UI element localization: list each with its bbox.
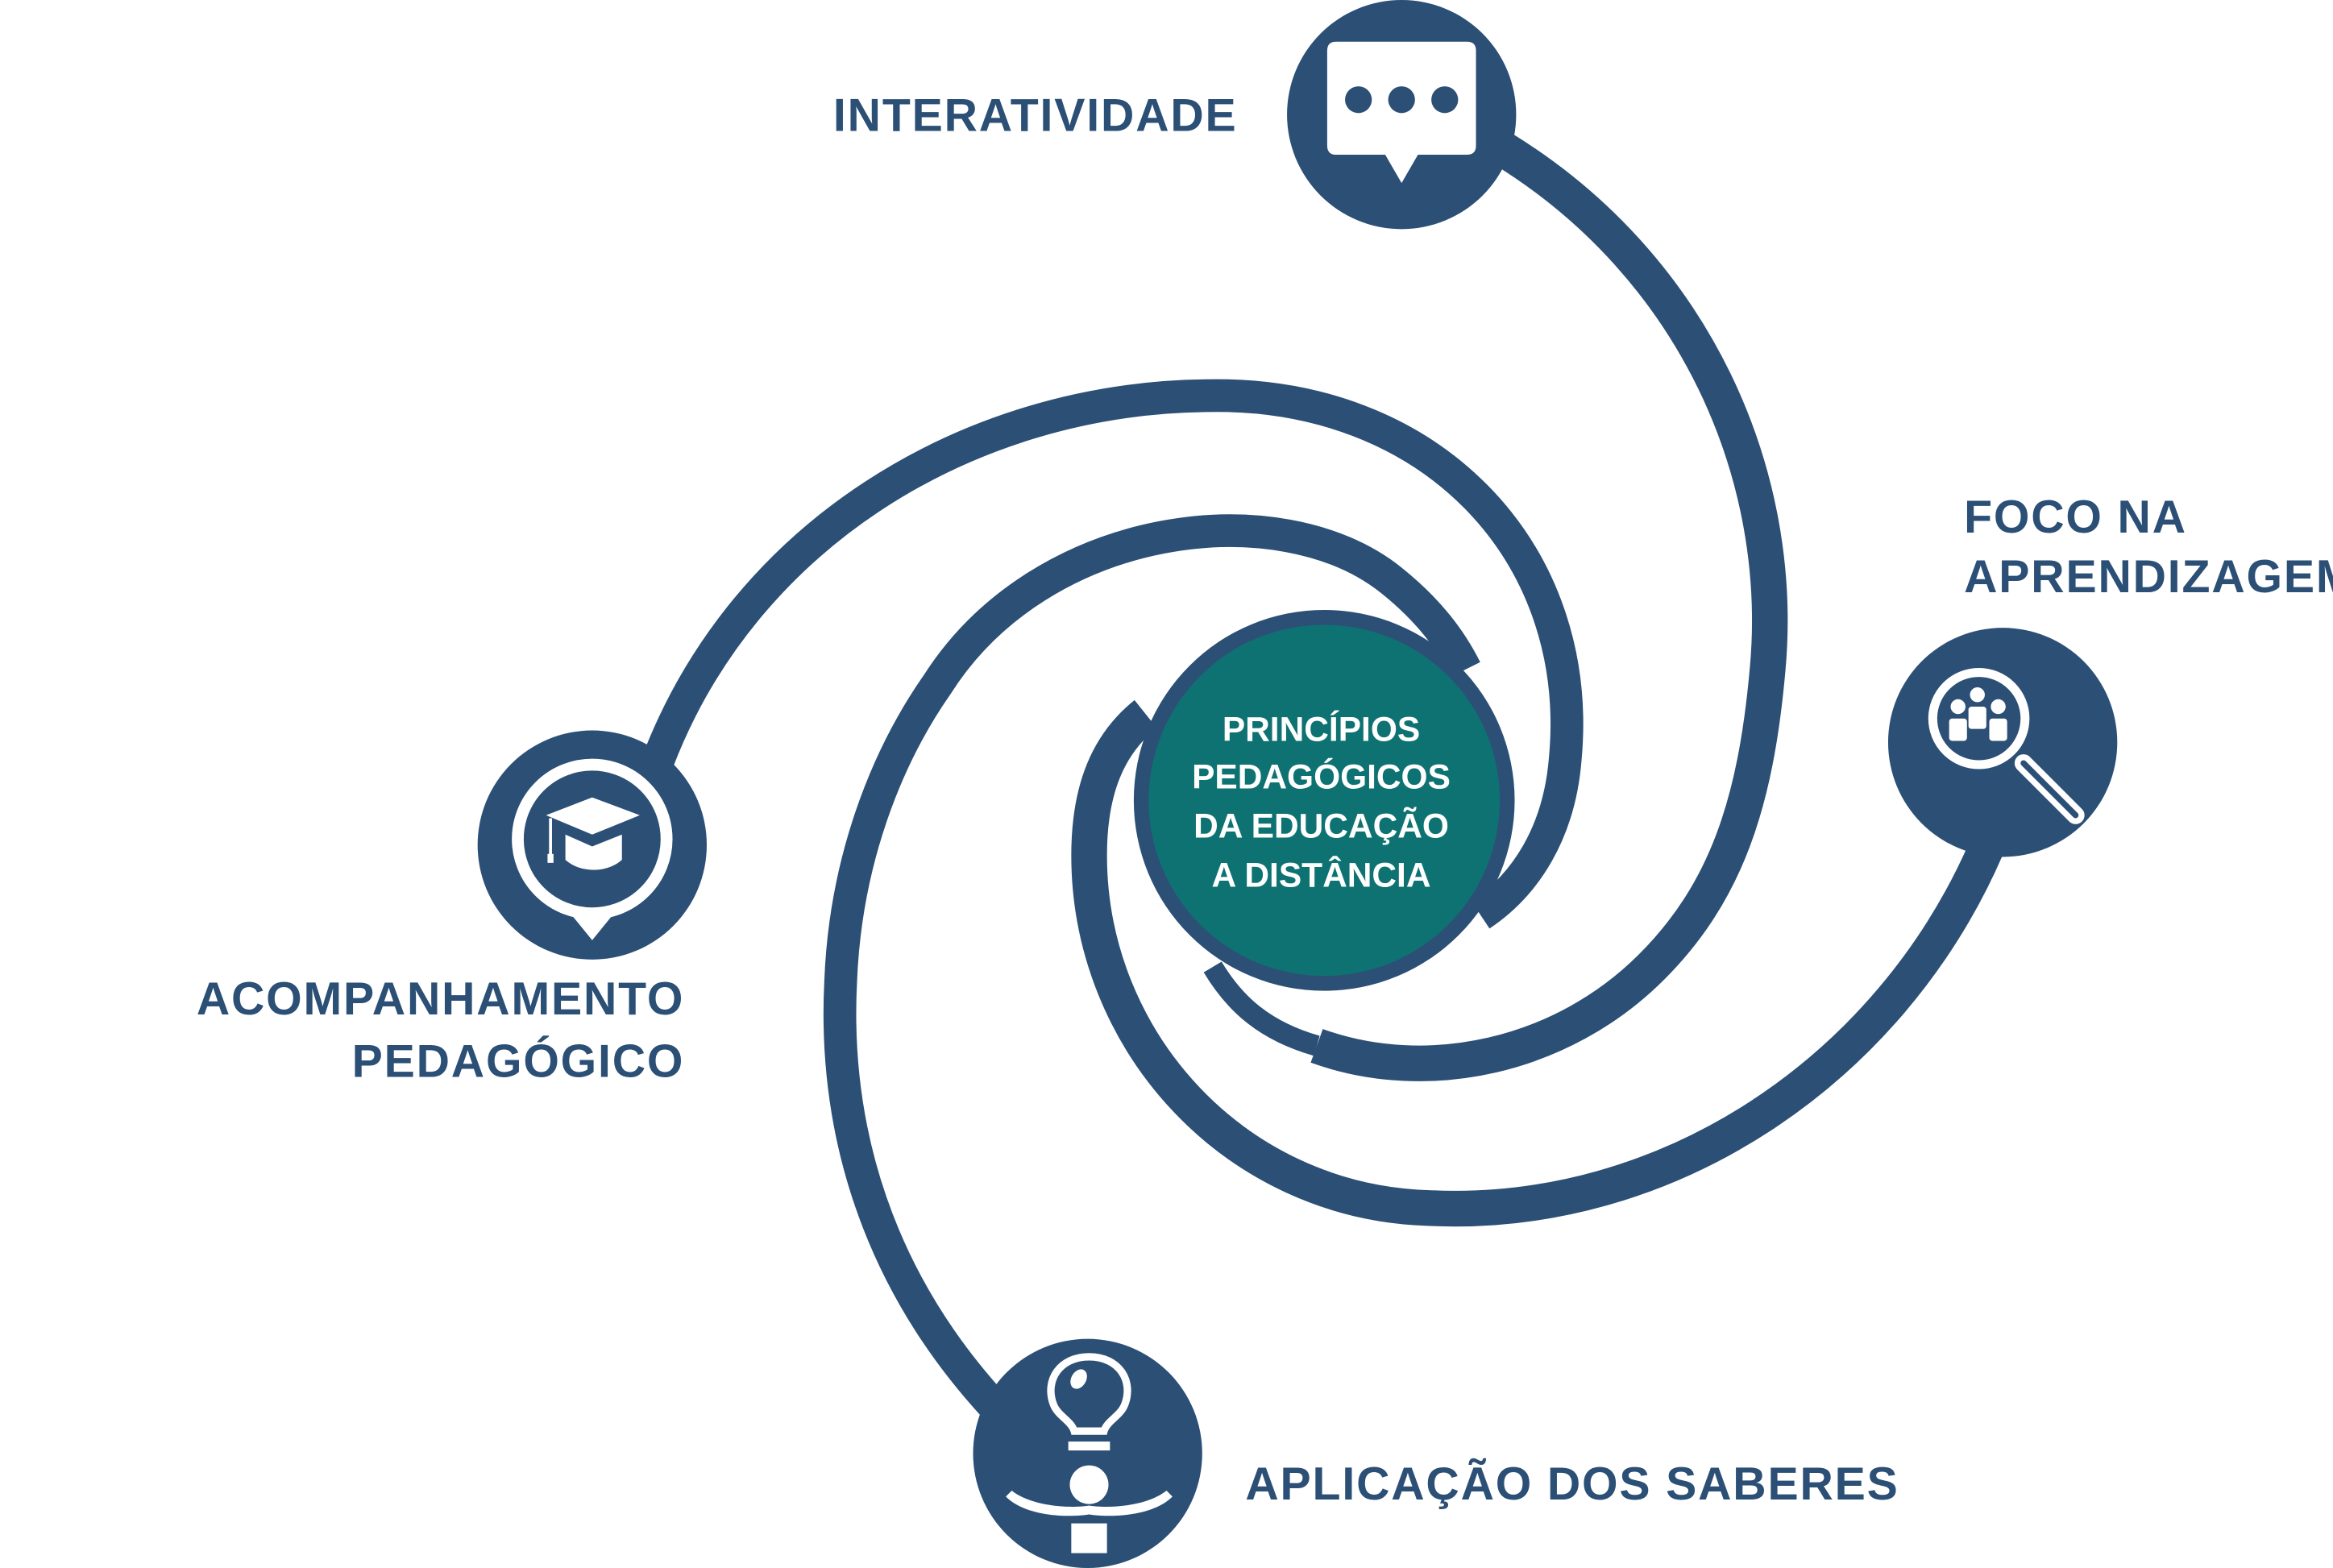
graduation-cap-icon [546,797,640,870]
speech-bubble-icon [1326,41,1476,184]
node-acompanhamento: ACOMPANHAMENTO PEDAGÓGICO [197,730,707,1088]
label-foco-line-1: FOCO NA [1964,492,2187,543]
center-line-2: PEDAGÓGICOS [1192,757,1451,796]
arm-interatividade-inner [1203,961,1320,1056]
label-acompanhamento-line-1: ACOMPANHAMENTO [197,973,684,1025]
center-line-1: PRINCÍPIOS [1223,710,1420,748]
lightbulb-person-icon [1006,1353,1173,1553]
node-aplicacao: APLICAÇÃO DOS SABERES [973,1338,1899,1568]
arm-interatividade [1310,133,1788,1081]
spiral-arms [642,133,2003,1417]
center-line-4: A DISTÂNCIA [1212,855,1431,894]
center-line-3: DA EDUCAÇÃO [1193,807,1449,844]
label-interatividade: INTERATIVIDADE [833,89,1238,141]
arm-foco [1071,699,2003,1227]
label-acompanhamento-line-2: PEDAGÓGICO [352,1036,685,1088]
label-aplicacao: APLICAÇÃO DOS SABERES [1245,1458,1899,1510]
arm-acompanhamento [642,379,1584,929]
node-interatividade: INTERATIVIDADE [833,0,1517,230]
arm-aplicacao [823,514,1480,1417]
magnifier-people-icon [1928,667,2085,824]
center-node: PRINCÍPIOS PEDAGÓGICOS DA EDUCAÇÃO A DIS… [1133,609,1515,991]
node-foco: FOCO NA APRENDIZAGEM [1887,492,2333,857]
label-foco-line-2: APRENDIZAGEM [1964,551,2333,603]
